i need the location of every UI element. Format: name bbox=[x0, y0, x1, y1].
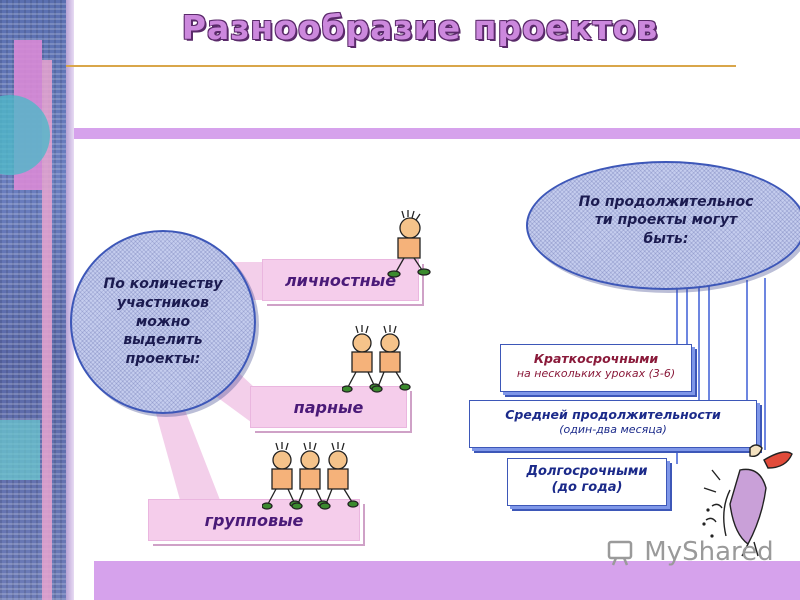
connector-line bbox=[746, 280, 748, 406]
connector-line bbox=[698, 276, 700, 406]
watermark-text: MyShared bbox=[644, 537, 774, 567]
person-icon bbox=[387, 210, 431, 278]
duration-long-box: Долгосрочными (до года) bbox=[507, 458, 667, 506]
bottom-band bbox=[94, 561, 800, 600]
duration-medium-box: Средней продолжительности (один-два меся… bbox=[469, 400, 757, 448]
musician-figure-icon bbox=[702, 444, 793, 557]
participants-oval: По количеству участников можно выделить … bbox=[70, 230, 256, 414]
slide-title: Разнообразие проектов bbox=[181, 8, 659, 47]
duration-long-title: Долгосрочными bbox=[526, 464, 648, 479]
label-personal: личностные bbox=[262, 259, 419, 301]
connector-line bbox=[708, 270, 710, 406]
wedge-group bbox=[155, 410, 220, 500]
connector-line bbox=[676, 446, 678, 464]
label-pair: парные bbox=[250, 386, 407, 428]
duration-question: По продолжительнос ти проекты могут быть… bbox=[578, 194, 754, 247]
left-decorative-strip bbox=[0, 0, 66, 600]
myshared-logo-icon bbox=[607, 540, 633, 566]
duration-short-title: Краткосрочными bbox=[533, 351, 659, 366]
duration-short-box: Краткосрочными на нескольких уроках (3-6… bbox=[500, 344, 692, 392]
pair-icon bbox=[342, 325, 411, 393]
duration-medium-detail: (один-два месяца) bbox=[559, 422, 667, 436]
duration-oval: По продолжительнос ти проекты могут быть… bbox=[526, 161, 800, 290]
watermark-logo: MyShared bbox=[606, 536, 774, 567]
duration-short-detail: на нескольких уроках (3-6) bbox=[516, 366, 676, 380]
title-underline bbox=[66, 65, 736, 67]
strip-pink-line bbox=[42, 60, 52, 600]
connector-line bbox=[764, 278, 766, 450]
connector-line bbox=[686, 280, 688, 350]
connector-line bbox=[676, 286, 678, 348]
group-icon bbox=[262, 442, 359, 510]
top-band bbox=[74, 128, 800, 139]
duration-long-detail: (до года) bbox=[551, 480, 623, 496]
participants-question: По количеству участников можно выделить … bbox=[103, 275, 223, 368]
duration-medium-title: Средней продолжительности bbox=[505, 407, 721, 422]
strip-edge bbox=[66, 0, 74, 600]
strip-teal-bar bbox=[0, 420, 40, 480]
